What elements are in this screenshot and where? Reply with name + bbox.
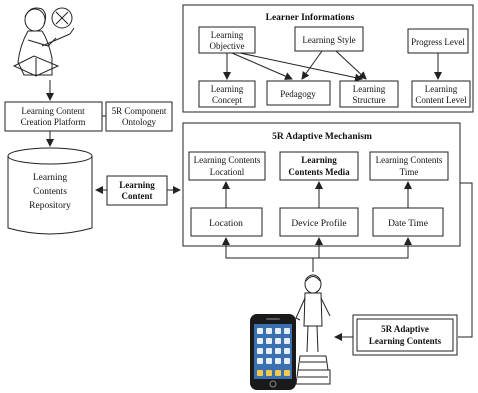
concept-label-2: Concept <box>212 95 242 105</box>
location-label: Location <box>209 219 243 229</box>
structure-label-2: Structure <box>353 95 386 105</box>
location-content-label-2: Locationl <box>210 167 245 177</box>
repository-label-3: Repository <box>29 201 71 211</box>
ontology-label-2: Ontology <box>122 117 157 127</box>
structure-label-1: Learning <box>353 84 386 94</box>
content-repository: Learning Contents Repository <box>7 147 93 235</box>
adaptive-contents-label-1: 5R Adaptive <box>381 324 429 334</box>
date-time-label: Date Time <box>388 219 428 229</box>
concept-label-1: Learning <box>211 84 244 94</box>
pedagogy-label: Pedagogy <box>280 89 316 99</box>
objective-label-1: Learning <box>211 30 244 40</box>
content-level-label-2: Content Level <box>415 95 467 105</box>
objective-label-2: Objective <box>210 41 245 51</box>
media-content-label-2: Contents Media <box>288 167 350 177</box>
repository-label-1: Learning <box>33 173 68 183</box>
adaptive-mechanism-panel: 5R Adaptive Mechanism Learning Contents … <box>182 122 461 247</box>
creation-platform-box: Learning Content Creation Platform <box>4 101 103 132</box>
time-content-label-1: Learning Contents <box>376 155 443 165</box>
creation-platform-label-2: Creation Platform <box>21 117 86 127</box>
learning-content-label-1: Learning <box>119 180 155 190</box>
learner-info-title: Learner Informations <box>266 13 355 23</box>
content-level-label-1: Learning <box>425 84 458 94</box>
adaptive-contents-label-2: Learning Contents <box>369 336 442 346</box>
ontology-box: 5R Component Ontology <box>105 101 173 132</box>
mechanism-title: 5R Adaptive Mechanism <box>272 132 372 142</box>
repository-label-2: Contents <box>33 187 67 197</box>
style-label: Learning Style <box>302 35 355 45</box>
learning-content-label-2: Content <box>122 191 153 201</box>
time-content-label-2: Time <box>400 167 419 177</box>
creation-platform-label-1: Learning Content <box>21 106 85 116</box>
learning-content-box: Learning Content <box>106 175 168 206</box>
adaptive-contents-box: 5R Adaptive Learning Contents <box>352 314 458 356</box>
content-creator-icon <box>12 7 75 77</box>
smartphone-icon <box>250 314 296 390</box>
device-profile-label: Device Profile <box>291 218 346 229</box>
progress-label: Progress Level <box>411 37 465 47</box>
media-content-label-1: Learning <box>301 155 337 165</box>
location-content-label-1: Learning Contents <box>194 155 261 165</box>
ontology-label-1: 5R Component <box>112 106 167 116</box>
student-icon <box>295 274 331 385</box>
learner-informations-panel: Learner Informations Learning Objective … <box>182 4 474 113</box>
